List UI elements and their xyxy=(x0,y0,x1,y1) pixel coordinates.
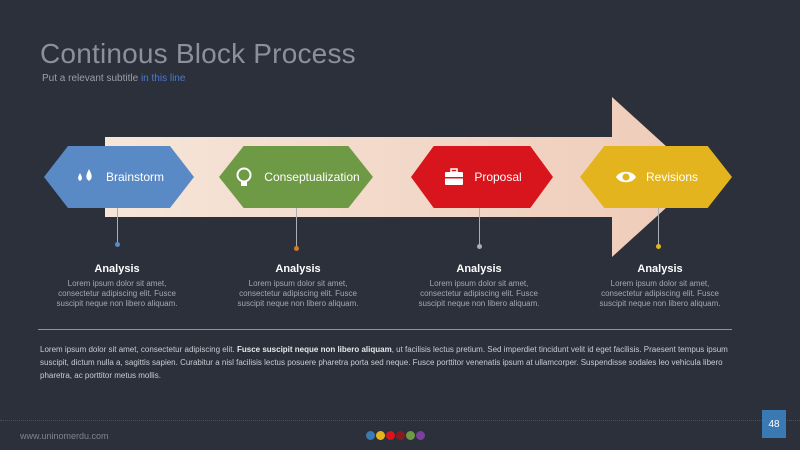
color-palette xyxy=(366,431,426,440)
paragraph-text: , ut facilisis lectus pretium. Sed imper… xyxy=(40,345,728,380)
website-link[interactable]: www.uninomerdu.com xyxy=(20,431,109,441)
palette-dot xyxy=(416,431,425,440)
paragraph-bold: Fusce suscipit neque non libero aliquam xyxy=(236,345,392,354)
block-conseptualization: Conseptualization xyxy=(219,146,373,208)
block-brainstorm: Brainstorm xyxy=(44,146,194,208)
connector-line xyxy=(479,208,480,246)
analysis-column-4: Analysis Lorem ipsum dolor sit amet, con… xyxy=(590,263,730,309)
column-body: Lorem ipsum dolor sit amet, consectetur … xyxy=(237,279,359,308)
paragraph-text: Lorem ipsum dolor sit amet, consectetur … xyxy=(40,345,237,354)
block-label: Revisions xyxy=(645,170,699,184)
column-heading: Analysis xyxy=(94,263,140,275)
palette-dot xyxy=(366,431,375,440)
palette-dot xyxy=(406,431,415,440)
block-proposal: Proposal xyxy=(411,146,553,208)
block-label: Conseptualization xyxy=(264,170,360,184)
briefcase-icon xyxy=(442,165,466,189)
connector-dot xyxy=(656,244,661,249)
column-body: Lorem ipsum dolor sit amet, consectetur … xyxy=(418,279,540,308)
analysis-column-2: Analysis Lorem ipsum dolor sit amet, con… xyxy=(228,263,368,309)
block-label: Brainstorm xyxy=(105,170,164,184)
slide-title: Continous Block Process xyxy=(40,38,356,69)
column-heading: Analysis xyxy=(275,263,321,275)
column-heading: Analysis xyxy=(637,263,683,275)
palette-dot xyxy=(396,431,405,440)
palette-dot xyxy=(386,431,395,440)
subtitle-text: Put a relevant subtitle xyxy=(42,73,141,84)
column-body: Lorem ipsum dolor sit amet, consectetur … xyxy=(56,279,178,308)
lightbulb-icon xyxy=(232,165,256,189)
footer-dotted-line xyxy=(0,420,800,421)
analysis-column-3: Analysis Lorem ipsum dolor sit amet, con… xyxy=(409,263,549,309)
block-revisions: Revisions xyxy=(580,146,732,208)
column-heading: Analysis xyxy=(456,263,502,275)
column-body: Lorem ipsum dolor sit amet, consectetur … xyxy=(599,279,721,308)
analysis-column-1: Analysis Lorem ipsum dolor sit amet, con… xyxy=(47,263,187,309)
section-divider xyxy=(38,329,732,330)
connector-dot xyxy=(294,246,299,251)
palette-dot xyxy=(376,431,385,440)
water-drops-icon xyxy=(74,165,98,189)
connector-dot xyxy=(115,242,120,247)
connector-line xyxy=(658,208,659,246)
connector-line xyxy=(296,208,297,248)
body-paragraph: Lorem ipsum dolor sit amet, consectetur … xyxy=(40,343,740,382)
eye-icon xyxy=(614,165,638,189)
slide-subtitle: Put a relevant subtitle in this line xyxy=(42,73,185,84)
connector-dot xyxy=(477,244,482,249)
block-label: Proposal xyxy=(474,170,522,184)
subtitle-accent: in this line xyxy=(140,73,186,84)
connector-line xyxy=(117,208,118,244)
page-number-badge: 48 xyxy=(762,410,786,438)
arrow-shape xyxy=(105,97,700,257)
